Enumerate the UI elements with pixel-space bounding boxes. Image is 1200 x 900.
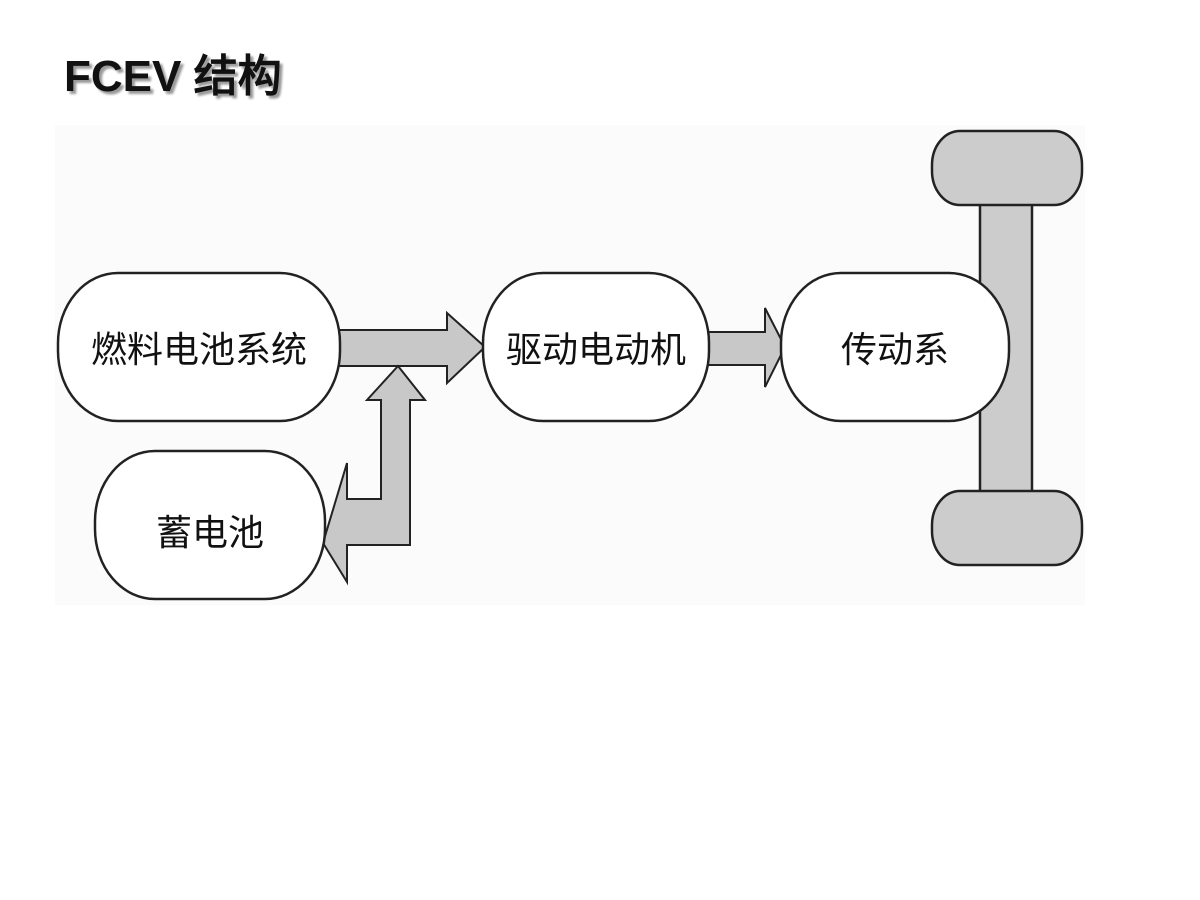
label-transmission: 传动系 <box>840 330 949 371</box>
arrow-fuelcell-to-motor <box>337 310 487 386</box>
diagram-canvas <box>56 129 1084 601</box>
box-battery <box>93 449 327 601</box>
label-fuel-cell-system: 燃料电池系统 <box>90 330 307 371</box>
arrow-battery-bidirectional <box>321 364 428 586</box>
box-drive-motor <box>481 271 711 423</box>
box-transmission <box>779 271 1011 423</box>
label-battery: 蓄电池 <box>155 513 264 554</box>
wheel-bottom <box>930 489 1084 567</box>
arrow-motor-to-transmission <box>706 307 787 388</box>
slide-title: FCEV 结构 <box>64 52 282 101</box>
fcev-structure-diagram: 燃料电池系统 蓄电池 驱动电动机 传动系 <box>55 125 1085 605</box>
label-drive-motor: 驱动电动机 <box>505 330 686 371</box>
wheel-top <box>930 129 1084 207</box>
box-fuel-cell-system <box>56 271 342 423</box>
